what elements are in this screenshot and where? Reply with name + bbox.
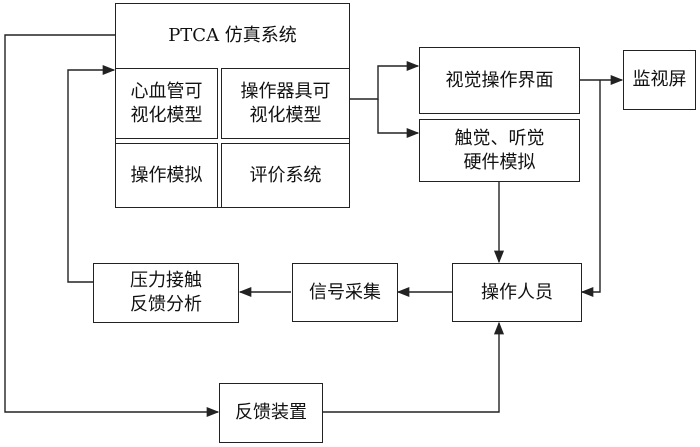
node-feedback-device: 反馈装置: [219, 383, 323, 443]
edge-monitor-to-operator: [580, 80, 601, 298]
edge-pressure-to-system: [67, 64, 116, 283]
node-instrument-model: 操作器具可 视化模型: [221, 68, 350, 139]
node-vessel-model: 心血管可 视化模型: [115, 68, 218, 139]
edge-system-to-haptic: [377, 99, 420, 139]
node-monitor: 监视屏: [623, 50, 696, 110]
node-ptca-system-label: PTCA 仿真系统: [168, 25, 297, 46]
node-operator: 操作人员: [452, 263, 582, 322]
node-pressure-feedback: 压力接触 反馈分析: [93, 263, 239, 323]
node-operation-sim: 操作模拟: [115, 143, 218, 208]
edge-feedback-to-operator: [323, 321, 505, 413]
node-signal-collect: 信号采集: [292, 263, 398, 322]
edge-system-to-visual: [350, 60, 420, 100]
node-visual-interface: 视觉操作界面: [419, 47, 580, 114]
node-haptic-hardware: 触觉、听觉 硬件模拟: [419, 119, 580, 182]
node-evaluation: 评价系统: [221, 143, 350, 208]
edge-system-to-feedback: [4, 34, 220, 418]
